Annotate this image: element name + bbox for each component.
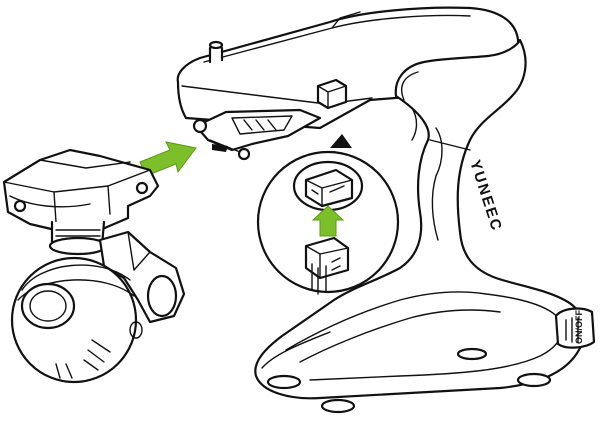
power-switch-icon xyxy=(554,307,596,349)
connector-detail-callout xyxy=(256,150,400,295)
gimbal-camera xyxy=(2,148,186,384)
grip-handle xyxy=(254,38,586,400)
grip-top-platform xyxy=(176,6,520,130)
connector-arrow-icon xyxy=(311,205,345,237)
foot-back xyxy=(456,347,488,361)
gimbal-top-mount xyxy=(2,148,160,234)
foot-front-left xyxy=(266,374,302,390)
mount-plate xyxy=(192,108,322,161)
foot-front xyxy=(320,398,356,414)
handheld-grip: ON/OFF YUNEEC xyxy=(176,6,596,414)
brand-logo-text: YUNEEC xyxy=(466,158,505,234)
callout-triangle-icon xyxy=(330,134,352,148)
top-slot xyxy=(316,78,348,110)
foot-right xyxy=(516,372,552,388)
power-switch-label: ON/OFF xyxy=(574,310,584,344)
